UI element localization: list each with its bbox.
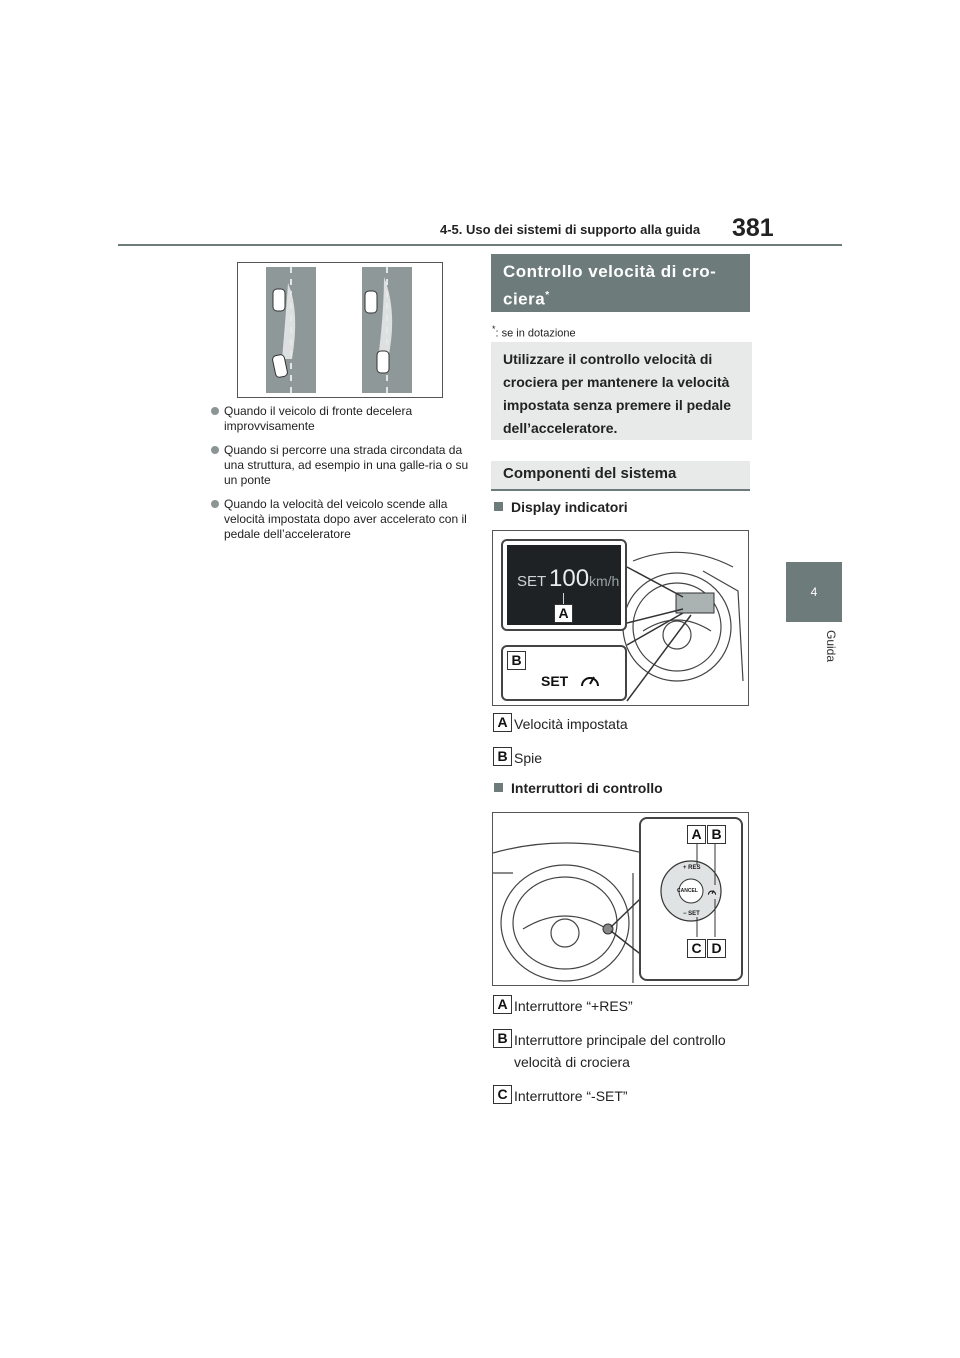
road-scene-graphic bbox=[266, 267, 412, 393]
switch-callout-a: A bbox=[687, 825, 706, 844]
legend-text: velocità di crociera bbox=[514, 1054, 630, 1070]
cruise-speedometer-icon bbox=[581, 676, 599, 687]
section-heading-line2: ciera bbox=[503, 289, 546, 309]
legend-item: B Spie bbox=[493, 747, 753, 781]
legend-key: C bbox=[493, 1085, 512, 1104]
bullet-list: Quando il veicolo di fronte decelera imp… bbox=[210, 404, 472, 551]
legend-key: A bbox=[493, 995, 512, 1014]
subhead-switches: Interruttori di controllo bbox=[494, 780, 663, 796]
legend-item: A Interruttore “+RES” bbox=[493, 995, 753, 1029]
section-title: 4-5. Uso dei sistemi di supporto alla gu… bbox=[440, 222, 701, 237]
indicator-lamp-inset: B SET bbox=[501, 645, 627, 701]
legend-text: Interruttore principale del controllo bbox=[514, 1032, 726, 1048]
section-heading-components: Componenti del sistema bbox=[491, 461, 750, 491]
callout-line bbox=[563, 593, 564, 605]
legend-text: Velocità impostata bbox=[514, 716, 628, 732]
speed-display-inset: SET 100 km/h A bbox=[501, 539, 627, 631]
subhead-switches-label: Interruttori di controllo bbox=[511, 780, 663, 796]
asterisk-mark: * bbox=[545, 290, 550, 301]
set-lamp-label: SET bbox=[541, 673, 569, 689]
footnote-text: : se in dotazione bbox=[495, 327, 576, 340]
switch-figure: A B C D + RES CANCEL − SET bbox=[492, 812, 749, 986]
switch-callout-c: C bbox=[687, 939, 706, 958]
chapter-label: Guida bbox=[824, 630, 838, 663]
set-indicator: SET bbox=[517, 573, 547, 590]
intro-line: impostata senza premere il pedale bbox=[503, 397, 731, 413]
section-heading-line1: Controllo velocità di cro- bbox=[503, 262, 717, 281]
section-heading-cruise-control: Controllo velocità di cro- ciera* bbox=[491, 254, 750, 312]
legend-key: B bbox=[493, 747, 512, 766]
speed-unit: km/h bbox=[589, 573, 620, 589]
legend-display: A Velocità impostata B Spie bbox=[493, 713, 753, 781]
switch-callout-d: D bbox=[707, 939, 726, 958]
bullet-item: Quando si percorre una strada circondata… bbox=[210, 443, 472, 488]
set-switch-label[interactable]: − SET bbox=[683, 911, 700, 917]
road-illustration bbox=[237, 262, 443, 398]
switch-panel-graphic bbox=[660, 841, 722, 937]
intro-box: Utilizzare il controllo velocità di croc… bbox=[491, 342, 752, 440]
intro-line: crociera per mantenere la velocità bbox=[503, 374, 730, 390]
legend-item: A Velocità impostata bbox=[493, 713, 753, 747]
legend-key: A bbox=[493, 713, 512, 732]
square-bullet-icon bbox=[494, 502, 503, 511]
display-figure: SET 100 km/h A B SET bbox=[492, 530, 749, 706]
legend-text: Spie bbox=[514, 750, 543, 766]
intro-line: Utilizzare il controllo velocità di bbox=[503, 351, 713, 367]
speed-display-screen: SET 100 km/h A bbox=[507, 545, 621, 625]
cruise-main-switch-icon bbox=[707, 890, 717, 895]
legend-text: Interruttore “-SET” bbox=[514, 1088, 628, 1104]
chapter-tab[interactable]: 4 bbox=[786, 562, 842, 622]
bullet-item: Quando il veicolo di fronte decelera imp… bbox=[210, 404, 472, 434]
callout-b: B bbox=[507, 651, 526, 670]
subhead-display: Display indicatori bbox=[494, 499, 628, 515]
cancel-switch-label[interactable]: CANCEL bbox=[677, 888, 698, 894]
speed-value: 100 bbox=[549, 565, 590, 592]
legend-key: B bbox=[493, 1029, 512, 1048]
legend-item: B Interruttore principale del controllo … bbox=[493, 1029, 753, 1085]
legend-switches: A Interruttore “+RES” B Interruttore pri… bbox=[493, 995, 753, 1119]
intro-line: dell’acceleratore. bbox=[503, 420, 618, 436]
page-number: 381 bbox=[732, 214, 774, 242]
footnote-mark: * bbox=[492, 324, 496, 334]
bullet-item: Quando la velocità del veicolo scende al… bbox=[210, 497, 472, 542]
res-switch-label[interactable]: + RES bbox=[683, 865, 701, 871]
switch-callout-b: B bbox=[707, 825, 726, 844]
legend-text: Interruttore “+RES” bbox=[514, 998, 633, 1014]
header-rule bbox=[118, 244, 842, 246]
subhead-display-label: Display indicatori bbox=[511, 499, 628, 515]
switch-inset: A B C D + RES CANCEL − SET bbox=[639, 817, 743, 981]
square-bullet-icon bbox=[494, 783, 503, 792]
footnote: *: se in dotazione bbox=[492, 324, 576, 340]
callout-a: A bbox=[554, 604, 573, 623]
legend-item: C Interruttore “-SET” bbox=[493, 1085, 753, 1119]
